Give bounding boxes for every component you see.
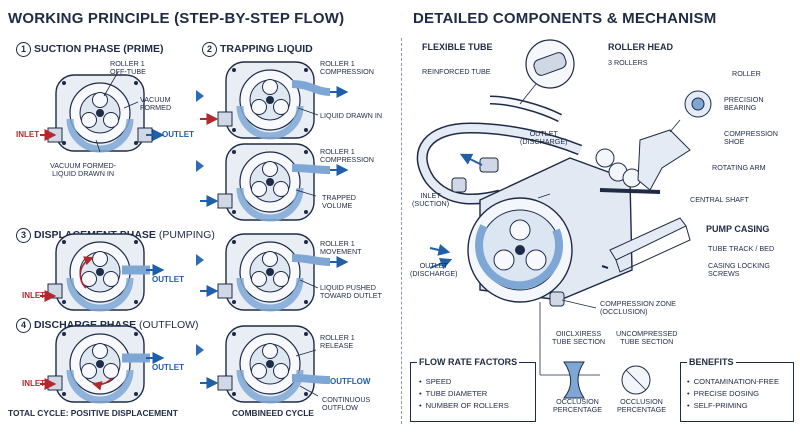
flow-rate-factors-title: FLOW RATE FACTORS [417,357,520,367]
step-4-sub: (OUTFLOW) [139,319,199,331]
step2a-drawn-label: LIQUID DRAWN IN [320,111,383,120]
step4-inlet-label: INLET [22,379,46,388]
section-divider [401,38,403,424]
step1-bottom-label: VACUUM FORMED-LIQUID DRAWN IN [50,161,117,179]
central-shaft-label: CENTRAL SHAFT [690,195,749,204]
step-2-pump-bottom [200,144,349,220]
roller-label: ROLLER [732,69,761,78]
step-2-pump-top [200,62,349,138]
footer-total-cycle: TOTAL CYCLE: POSITIVE DISPLACEMENT [8,408,178,418]
flow-rate-factors-box: FLOW RATE FACTORS SPEED TUBE DIAMETER NU… [410,357,536,422]
step-1-pump [40,72,165,152]
benefits-title: BENEFITS [687,357,736,367]
benefits-box: BENEFITS CONTAMINATION-FREE PRECISE DOSI… [680,357,794,422]
step-4-number: 4 [16,318,31,333]
flexible-tube-heading: FLEXIBLE TUBE [422,42,493,52]
tube-track-label: TUBE TRACK / BED [708,244,775,253]
reinforced-tube-label: REINFORCED TUBE [422,67,491,76]
list-item: SELF-PRIMING [687,400,779,412]
list-item: SPEED [419,376,509,388]
inlet-suction-label: INLET(SUCTION) [412,191,450,209]
step-2-label: TRAPPING LIQUID [220,43,313,55]
rotating-arm-label: ROTATING ARM [712,163,766,172]
step4-outlet-label: OUTLET [152,363,184,372]
step-3-pump-right [200,234,349,310]
component-illustrations [416,39,712,399]
step1-inlet-label: INLET [16,130,40,139]
three-rollers-label: 3 ROLLERS [608,58,648,67]
list-item: TUBE DIAMETER [419,388,509,400]
step3-outlet-label: OUTLET [152,275,184,284]
step-4-pump [40,326,165,402]
step-1-label: SUCTION PHASE (PRIME) [34,43,164,55]
list-item: NUMBER OF ROLLERS [419,400,509,412]
list-item: PRECISE DOSING [687,388,779,400]
step-3-sub: (PUMPING) [158,229,215,241]
left-title: WORKING PRINCIPLE (STEP-BY-STEP FLOW) [8,10,345,27]
outlet-discharge-top-label: OUTLET(DISCHARGE) [520,129,568,147]
right-title: DETAILED COMPONENTS & MECHANISM [413,10,717,27]
roller-head-heading: ROLLER HEAD [608,42,673,52]
compression-zone-label: COMPRESSION ZONE(OCCLUSION) [600,299,676,317]
list-item: CONTAMINATION-FREE [687,376,779,388]
step4-outflow-label: OUTFLOW [330,377,371,386]
step-4-pump-right [200,326,331,402]
step-2-number: 2 [202,42,217,57]
outlet-discharge-left-label: OUTLET(DISCHARGE) [410,261,458,279]
step-1-number: 1 [16,42,31,57]
working-principle-illustrations [40,0,349,437]
step-3-number: 3 [16,228,31,243]
footer-combined-cycle: COMBINEED CYCLE [232,408,314,418]
flow-rate-factors-list: SPEED TUBE DIAMETER NUMBER OF ROLLERS [419,376,509,412]
pump-casing-heading: PUMP CASING [706,224,770,234]
step-3-pump [40,234,165,310]
benefits-list: CONTAMINATION-FREE PRECISE DOSING SELF-P… [687,376,779,412]
step3-inlet-label: INLET [22,291,46,300]
step1-outlet-label: OUTLET [162,130,194,139]
